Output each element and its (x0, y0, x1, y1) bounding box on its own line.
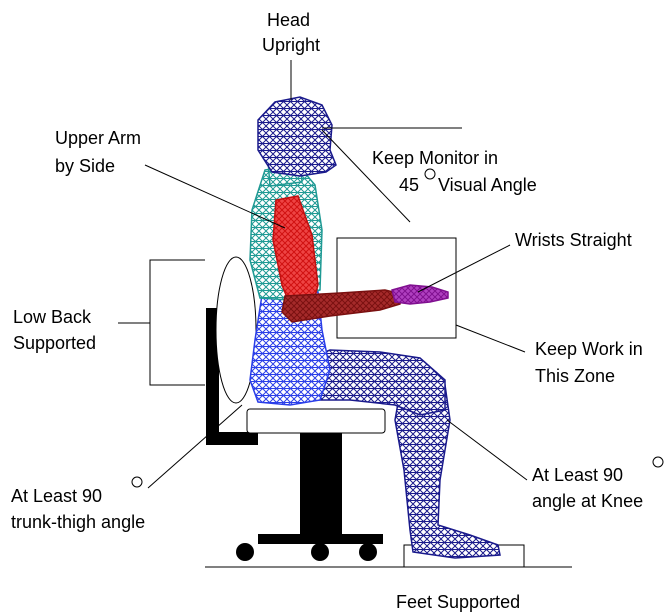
degree-icon (653, 457, 663, 467)
degree-icon (132, 477, 142, 487)
head-upright-label: Head Upright (262, 10, 320, 55)
monitor-angle-number: 45 (399, 175, 419, 195)
knee-angle-label-line1: At Least 90 (532, 465, 623, 485)
chair-wheel-center (311, 543, 329, 561)
degree-icon (425, 169, 435, 179)
wrists-callout-line (418, 245, 510, 292)
head (258, 97, 336, 176)
head-label-line2: Upright (262, 35, 320, 55)
low-back-bracket (150, 260, 205, 385)
monitor-label-line2-text: Visual Angle (438, 175, 537, 195)
forearm (282, 290, 402, 322)
chair-base (258, 534, 383, 544)
knee-callout-line (447, 420, 527, 480)
hand (392, 285, 448, 304)
knee-angle-label-line2: angle at Knee (532, 491, 643, 511)
low-back-label: Low Back Supported (13, 307, 96, 353)
wrists-straight-label: Wrists Straight (515, 230, 632, 250)
head-label-line1: Head (267, 10, 310, 30)
upper-arm-label-line1: Upper Arm (55, 128, 141, 148)
work-zone-callout-line (456, 325, 525, 352)
trunk-angle-label-line1: At Least 90 (11, 486, 102, 506)
feet-supported-label: Feet Supported (396, 592, 520, 612)
low-back-label-line2: Supported (13, 333, 96, 353)
visual-angle-line (322, 130, 410, 222)
monitor-label-line1: Keep Monitor in (372, 148, 498, 168)
trunk-thigh-callout-line (148, 405, 242, 488)
chair-back-bracket (206, 432, 258, 445)
chair-seat (247, 409, 385, 433)
upper-arm-label-line2: by Side (55, 156, 115, 176)
chair-wheel-left (236, 543, 254, 561)
work-zone-label: Keep Work in This Zone (535, 339, 648, 386)
chair-column (300, 432, 342, 536)
work-zone-label-line1: Keep Work in (535, 339, 643, 359)
low-back-label-line1: Low Back (13, 307, 92, 327)
chair-wheel-right (359, 543, 377, 561)
upper-arm-label: Upper Arm by Side (55, 128, 146, 176)
work-zone-label-line2: This Zone (535, 366, 615, 386)
trunk-angle-label-line2: trunk-thigh angle (11, 512, 145, 532)
